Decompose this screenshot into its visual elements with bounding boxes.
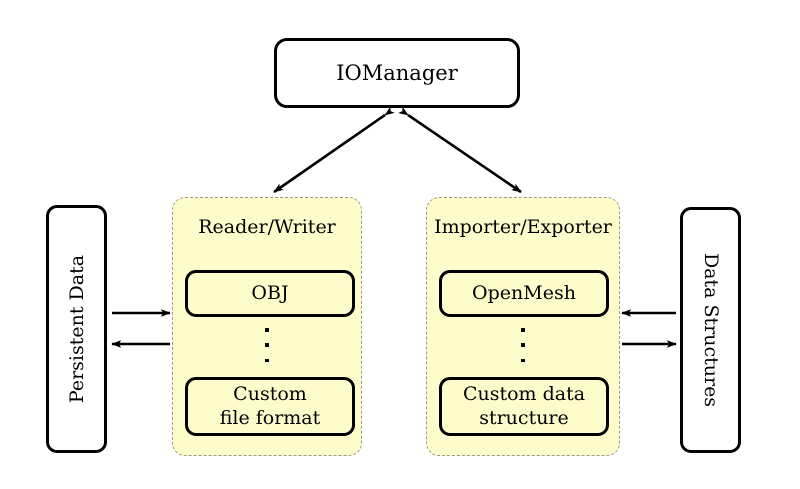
reader-writer-panel: Reader/Writer OBJ Custom file format <box>172 197 362 456</box>
importer-exporter-ellipsis-icon <box>513 328 533 362</box>
connector-iomanager-reader-writer <box>273 106 395 194</box>
custom-data-structure-node: Custom data structure <box>439 377 609 436</box>
custom-data-structure-label: Custom data structure <box>463 383 585 431</box>
iomanager-label: IOManager <box>336 61 458 85</box>
data-structures-label: Data Structures <box>699 252 722 408</box>
iomanager-node: IOManager <box>274 38 520 108</box>
custom-data-structure-line1: Custom data <box>462 382 586 405</box>
custom-file-format-label: Custom file format <box>220 383 321 431</box>
reader-writer-title: Reader/Writer <box>198 216 336 238</box>
obj-label: OBJ <box>251 281 289 304</box>
obj-node: OBJ <box>185 270 355 317</box>
openmesh-label: OpenMesh <box>472 281 576 304</box>
openmesh-node: OpenMesh <box>439 270 609 317</box>
custom-data-structure-line2: structure <box>479 406 569 429</box>
importer-exporter-title: Importer/Exporter <box>434 216 612 238</box>
persistent-data-node: Persistent Data <box>46 205 107 453</box>
data-structures-node: Data Structures <box>680 207 741 453</box>
importer-exporter-panel: Importer/Exporter OpenMesh Custom data s… <box>426 197 620 456</box>
connector-iomanager-importer-exporter <box>398 106 522 194</box>
custom-file-format-node: Custom file format <box>185 377 355 436</box>
reader-writer-ellipsis-icon <box>257 328 277 362</box>
custom-file-format-line1: Custom <box>233 382 307 405</box>
persistent-data-label: Persistent Data <box>65 254 88 404</box>
custom-file-format-line2: file format <box>219 406 321 429</box>
